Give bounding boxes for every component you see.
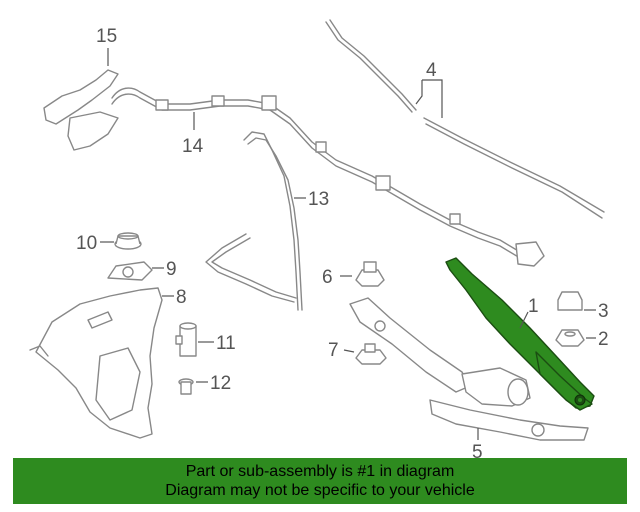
- arm-nut[interactable]: [555, 329, 596, 347]
- reservoir-cap[interactable]: [100, 232, 142, 250]
- callout-1: 1: [528, 296, 539, 317]
- callout-2: 2: [598, 329, 609, 350]
- callout-8: 8: [176, 287, 187, 308]
- callout-13: 13: [308, 189, 329, 210]
- callout-12: 12: [210, 373, 231, 394]
- pump-grommet[interactable]: [178, 378, 208, 395]
- banner-line-1: Part or sub-assembly is #1 in diagram: [185, 463, 455, 480]
- callout-10: 10: [76, 233, 97, 254]
- callout-5: 5: [472, 442, 483, 463]
- washer-pump[interactable]: [175, 322, 214, 357]
- wiper-blades[interactable]: [325, 19, 605, 219]
- washer-hose-harness[interactable]: [111, 87, 545, 267]
- pivot-nut[interactable]: [340, 261, 385, 287]
- highlight-notice-banner: Part or sub-assembly is #1 in diagram Di…: [13, 458, 627, 504]
- callout-9: 9: [166, 259, 177, 280]
- callout-14: 14: [182, 136, 204, 157]
- wiper-motor-linkage[interactable]: [349, 297, 589, 441]
- mounting-nut[interactable]: [343, 343, 387, 365]
- wiper-arm-highlighted[interactable]: [445, 257, 595, 411]
- banner-line-2: Diagram may not be specific to your vehi…: [165, 482, 475, 499]
- callout-15: 15: [96, 26, 117, 47]
- callout-6: 6: [322, 267, 333, 288]
- callout-11: 11: [216, 333, 236, 354]
- arm-cap[interactable]: [557, 291, 596, 311]
- connector-bracket[interactable]: [43, 48, 119, 151]
- callout-4: 4: [426, 60, 437, 81]
- callout-7: 7: [328, 340, 339, 361]
- washer-reservoir[interactable]: [29, 287, 174, 439]
- washer-hose[interactable]: [205, 131, 306, 311]
- callout-3: 3: [598, 301, 609, 322]
- level-sensor[interactable]: [107, 261, 164, 281]
